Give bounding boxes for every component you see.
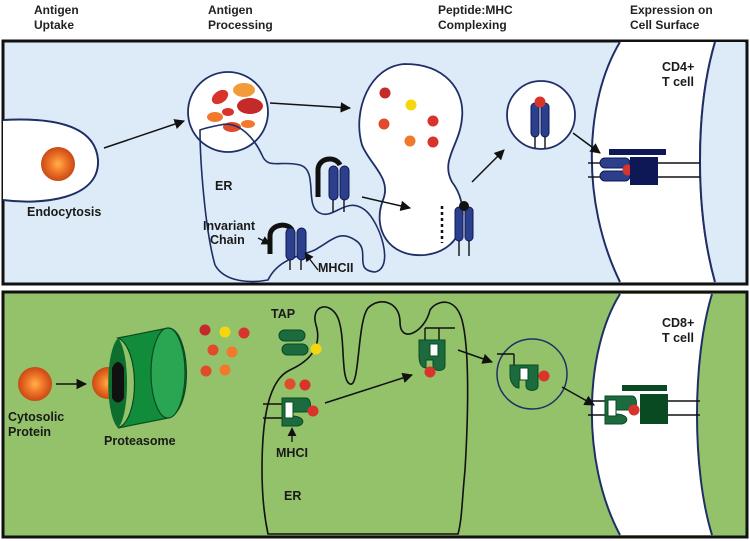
header-peptide-mhc-complexing: Peptide:MHC Complexing — [438, 3, 516, 32]
label-tap: TAP — [271, 307, 295, 321]
peptide-dot-icon — [211, 89, 229, 105]
peptide-dot-icon — [404, 135, 416, 147]
peptide-dot-icon — [379, 87, 391, 99]
peptide-dot-icon — [427, 136, 439, 148]
peptide-dot-icon — [226, 346, 238, 358]
peptide-dot-icon — [237, 98, 263, 114]
tcr-icon — [622, 385, 700, 424]
label-mhcii: MHCII — [318, 261, 353, 275]
peptide-dot-icon — [222, 108, 234, 116]
label-endocytosis: Endocytosis — [27, 205, 101, 219]
header-antigen-processing: Antigen Processing — [208, 3, 273, 32]
label-er-bottom: ER — [284, 489, 301, 503]
label-invariant-chain: Invariant Chain — [203, 219, 259, 247]
antigen-particle-icon — [18, 367, 52, 401]
tcell-body-bottom — [697, 294, 745, 535]
proteasome-icon — [108, 327, 187, 429]
peptide-dot-icon — [219, 364, 231, 376]
mhc-molecule-icon — [588, 395, 640, 425]
tcell-membrane-top-line — [699, 41, 716, 283]
mhci-pathway-panel: Cytosolic Protein Proteasome ER TAP — [1, 290, 749, 539]
peptide-dot-icon — [378, 118, 390, 130]
peptide-dot-icon — [299, 379, 311, 391]
label-mhci: MHCI — [276, 446, 308, 460]
arrow-er-to-lysosome — [361, 196, 412, 212]
peptide-dot-icon — [238, 327, 250, 339]
peptide-dot-icon — [199, 324, 211, 336]
peptide-dot-icon — [219, 326, 231, 338]
header-expression-on-cell-surface: Expression on Cell Surface — [630, 3, 716, 32]
mhc-molecule-icon — [267, 222, 307, 270]
label-cd8-tcell: CD8+ T cell — [662, 316, 698, 345]
lysosome-mhcii-compartment — [358, 63, 464, 256]
tap-transporter-icon — [278, 329, 309, 356]
tcr-icon — [609, 149, 700, 185]
label-proteasome: Proteasome — [104, 434, 176, 448]
peptide-dot-icon — [405, 99, 417, 111]
arrow-er-to-golgi — [324, 372, 413, 404]
header-antigen-uptake: Antigen Uptake — [34, 3, 82, 32]
mhc-molecule-icon — [530, 96, 550, 148]
antigen-particle-icon — [41, 147, 75, 181]
peptide-dot-icon — [233, 83, 255, 97]
arrow-vesicle-to-surface-bottom — [561, 386, 595, 406]
arrow-golgi-to-vesicle — [457, 349, 493, 364]
peptide-dot-icon — [207, 112, 223, 122]
arrow-lysosome-to-vesicle — [471, 149, 505, 183]
peptide-dot-icon — [207, 344, 219, 356]
mhc-molecule-icon — [588, 157, 634, 182]
mhc-molecule-icon — [497, 353, 550, 391]
label-er-top: ER — [215, 179, 232, 193]
peptide-dot-icon — [310, 343, 322, 355]
mhcii-pathway-panel: Endocytosis ER — [1, 39, 749, 286]
label-cd4-tcell: CD4+ T cell — [662, 60, 698, 89]
mhc-molecule-icon — [454, 201, 474, 256]
peptide-dot-icon — [200, 365, 212, 377]
tcell-body-top — [700, 42, 745, 282]
peptide-dot-icon — [427, 115, 439, 127]
mhc-molecule-icon — [315, 156, 350, 212]
label-cytosolic-protein: Cytosolic Protein — [8, 410, 68, 439]
arrow-vesicle-to-surface-top — [572, 132, 601, 154]
transport-vesicle-bottom — [496, 338, 568, 410]
peptide-dot-icon — [241, 120, 255, 128]
peptide-dot-icon — [284, 378, 296, 390]
column-headers: Antigen Uptake Antigen Processing Peptid… — [34, 3, 716, 32]
arrow-invariant-chain — [257, 236, 271, 245]
apc-membrane-right-bottom — [590, 293, 621, 536]
arrow-endosome-to-lysosome — [269, 102, 352, 113]
mhc-molecule-icon — [418, 327, 455, 378]
er-membrane-top — [199, 123, 386, 283]
mhc-molecule-icon — [263, 397, 319, 427]
arrow-uptake-to-endosome — [103, 119, 185, 149]
er-membrane-bottom — [261, 301, 469, 535]
arrow-mhcii — [304, 252, 319, 271]
